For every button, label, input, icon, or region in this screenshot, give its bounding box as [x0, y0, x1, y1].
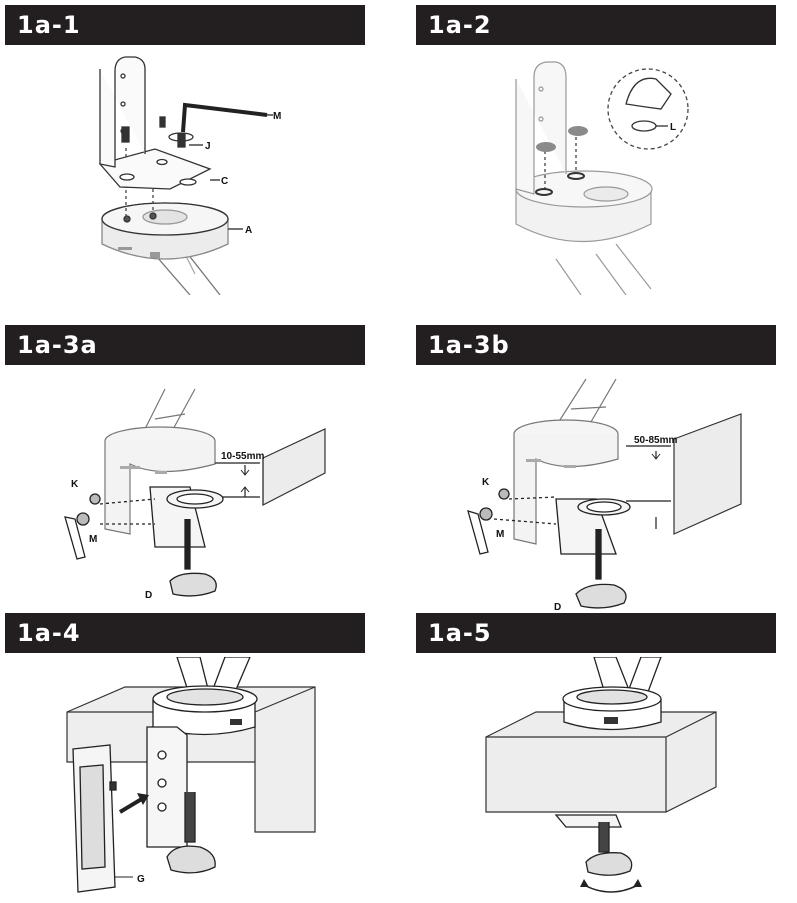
- callout-k: K: [71, 479, 79, 490]
- step-header: 1a-3a: [5, 325, 365, 365]
- callout-m: M: [89, 534, 97, 545]
- illustration-clamp-thick-desk: 50-85mm K M D: [416, 369, 776, 615]
- step-1a-5: 1a-5: [416, 613, 776, 903]
- detail-zoom-circle: [607, 68, 689, 150]
- clamp-bracket: [146, 726, 216, 874]
- cover-cap: [568, 126, 588, 136]
- clamp-thin-desk-illustration: 10-55mm K M D: [64, 388, 326, 601]
- rotate-arrow-icon: [583, 884, 639, 893]
- clamp-thick-desk-illustration: 50-85mm K M D: [467, 378, 742, 613]
- illustration-attach-cover: G: [5, 657, 365, 903]
- callout-k: K: [482, 477, 490, 488]
- step-1a-4: 1a-4: [5, 613, 365, 903]
- step-1a-3a: 1a-3a 10-55mm: [5, 325, 365, 615]
- attach-cover-illustration: G: [66, 657, 316, 893]
- callout-d: D: [145, 590, 152, 601]
- callout-l: L: [670, 122, 676, 133]
- step-header: 1a-1: [5, 5, 365, 45]
- mount-base: [152, 657, 258, 736]
- step-title: 1a-5: [428, 619, 492, 647]
- callout-c: C: [221, 176, 228, 187]
- step-title: 1a-2: [428, 11, 492, 39]
- desk-clamp: [555, 498, 631, 609]
- step-header: 1a-3b: [416, 325, 776, 365]
- step-1a-3b: 1a-3b 50-85mm: [416, 325, 776, 615]
- desk-edge: [262, 428, 326, 506]
- step-header: 1a-2: [416, 5, 776, 45]
- illustration-attach-plate: M J C A: [5, 49, 365, 295]
- mount-base: [562, 657, 662, 731]
- tighten-clamp-illustration: [485, 657, 717, 893]
- illustration-tighten-clamp: [416, 657, 776, 903]
- callout-a: A: [245, 225, 252, 236]
- callout-m: M: [496, 529, 504, 540]
- desk-clamp: [149, 486, 224, 597]
- step-title: 1a-3a: [17, 331, 98, 359]
- desk-thickness-label: 10-55mm: [221, 451, 264, 462]
- plate-assembly-illustration: M J C A: [98, 56, 281, 295]
- cover-cap: [536, 142, 556, 152]
- step-1a-1: 1a-1: [5, 5, 365, 295]
- illustration-clamp-thin-desk: 10-55mm K M D: [5, 369, 365, 615]
- bracket-cover: [72, 744, 117, 893]
- clamp-underside: [554, 814, 633, 876]
- desk-thickness-label: 50-85mm: [634, 435, 677, 446]
- step-header: 1a-5: [416, 613, 776, 653]
- step-1a-2: 1a-2: [416, 5, 776, 295]
- step-title: 1a-4: [17, 619, 81, 647]
- step-title: 1a-1: [17, 11, 81, 39]
- step-header: 1a-4: [5, 613, 365, 653]
- desk-edge: [673, 413, 742, 535]
- callout-d: D: [554, 602, 561, 613]
- step-title: 1a-3b: [428, 331, 510, 359]
- callout-m: M: [273, 111, 281, 122]
- illustration-cover-caps: L: [416, 49, 776, 295]
- callout-j: J: [205, 141, 211, 152]
- cover-caps-illustration: L: [515, 61, 689, 295]
